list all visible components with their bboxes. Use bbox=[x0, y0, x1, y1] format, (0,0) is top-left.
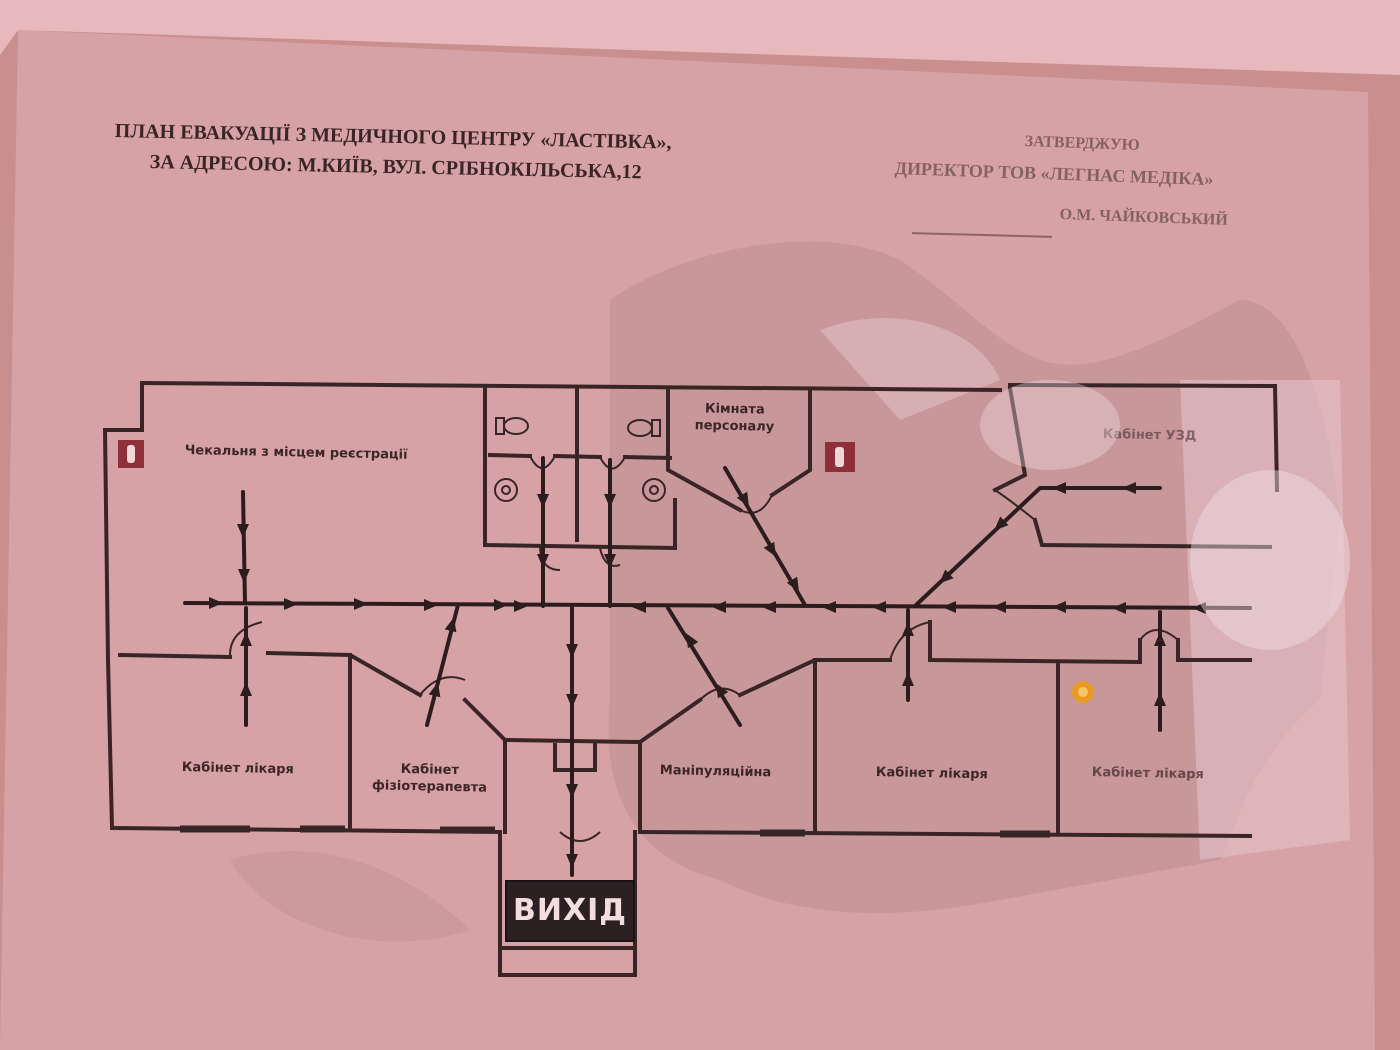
route-arrowhead bbox=[1154, 692, 1166, 706]
route-ultrasound bbox=[913, 486, 1162, 608]
route-arrowhead bbox=[786, 576, 799, 592]
route-arrowhead bbox=[566, 784, 578, 798]
route-arrowhead bbox=[1154, 632, 1166, 646]
route-arrowhead bbox=[736, 491, 749, 507]
room-label-doctor-left: Кабінет лікаря bbox=[181, 760, 295, 778]
route-waiting bbox=[241, 490, 247, 605]
route-arrowhead bbox=[1052, 601, 1066, 613]
route-arrowhead bbox=[902, 622, 914, 636]
route-arrowhead bbox=[240, 682, 252, 696]
room-label-manipulation: Маніпуляційна bbox=[659, 763, 772, 781]
wall-outer-left-top bbox=[103, 381, 144, 432]
room-label-physio: Кабінет фізіотерапевта bbox=[359, 760, 500, 797]
room-label-staff-line-1: Кімната bbox=[704, 401, 765, 418]
route-manipulation bbox=[666, 606, 742, 727]
route-arrowhead bbox=[428, 682, 441, 698]
sink-icon bbox=[494, 478, 518, 502]
route-arrowhead bbox=[762, 601, 776, 613]
room-label-doctor-middle: Кабінет лікаря bbox=[875, 765, 989, 783]
sink-icon bbox=[642, 478, 666, 502]
wall-outer-top-right bbox=[1007, 382, 1278, 389]
fire-extinguisher-icon bbox=[825, 442, 855, 472]
room-label-staff: Кімната персоналу bbox=[689, 400, 780, 436]
toilet-icon bbox=[627, 419, 661, 437]
route-arrowhead bbox=[939, 569, 954, 584]
route-arrowhead bbox=[1192, 602, 1206, 614]
route-arrowhead bbox=[566, 854, 578, 868]
route-arrowhead bbox=[632, 601, 646, 613]
wall-outer-left bbox=[102, 427, 115, 831]
toilet-icon bbox=[495, 417, 529, 435]
wall-ultrasound bbox=[992, 385, 1028, 493]
route-arrowhead bbox=[209, 597, 223, 609]
route-arrowhead bbox=[994, 516, 1009, 531]
wall-outer-top-left bbox=[139, 380, 1003, 393]
route-arrowhead bbox=[237, 524, 249, 538]
route-arrowhead bbox=[822, 601, 836, 613]
route-arrowhead bbox=[444, 617, 457, 633]
exit-corridor bbox=[498, 830, 637, 977]
route-arrowhead bbox=[284, 598, 298, 610]
you-are-here-icon bbox=[1072, 681, 1094, 703]
route-arrowhead bbox=[902, 672, 914, 686]
fire-extinguisher-icon bbox=[118, 440, 144, 468]
route-arrowhead bbox=[715, 683, 729, 699]
route-arrowhead bbox=[566, 694, 578, 708]
route-arrowhead bbox=[712, 601, 726, 613]
exit-sign: ВИХІД bbox=[505, 880, 635, 942]
route-arrowhead bbox=[424, 599, 438, 611]
route-arrowhead bbox=[537, 494, 549, 508]
route-arrowhead bbox=[763, 541, 776, 557]
route-arrowhead bbox=[604, 554, 616, 568]
wall-outer-bottom bbox=[109, 825, 1253, 839]
route-arrowhead bbox=[942, 601, 956, 613]
route-arrowhead bbox=[872, 601, 886, 613]
route-arrows bbox=[209, 482, 1206, 868]
route-arrowhead bbox=[537, 554, 549, 568]
glare-highlight bbox=[980, 380, 1120, 470]
route-arrowhead bbox=[514, 600, 528, 612]
room-label-physio-line-2: фізіотерапевта bbox=[371, 778, 488, 796]
route-arrowhead bbox=[1052, 482, 1066, 494]
route-arrowhead bbox=[566, 644, 578, 658]
glare-highlight bbox=[1190, 470, 1350, 650]
route-arrowhead bbox=[354, 598, 368, 610]
route-arrowhead bbox=[1112, 602, 1126, 614]
route-arrowhead bbox=[685, 633, 699, 649]
route-arrowhead bbox=[238, 569, 250, 583]
wall-outer-right bbox=[1272, 383, 1280, 493]
route-arrowhead bbox=[240, 632, 252, 646]
route-arrowhead bbox=[1122, 482, 1136, 494]
room-label-staff-line-2: персоналу bbox=[694, 418, 775, 435]
wall-staff-room bbox=[666, 388, 743, 513]
route-arrowhead bbox=[604, 494, 616, 508]
route-arrowhead bbox=[494, 599, 508, 611]
route-arrowhead bbox=[992, 601, 1006, 613]
room-label-doctor-right: Кабінет лікаря bbox=[1091, 765, 1205, 783]
wall-toilets bbox=[483, 386, 677, 551]
wall-corridor-bottom bbox=[117, 650, 892, 745]
